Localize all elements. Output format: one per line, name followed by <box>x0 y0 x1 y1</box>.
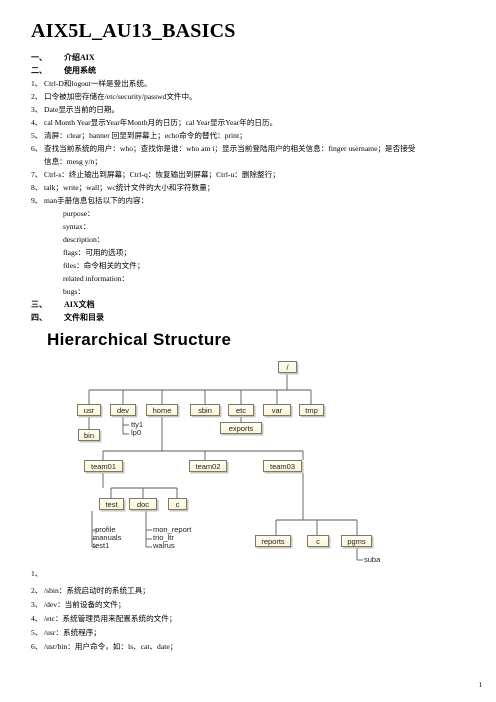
section-label: 介绍AIX <box>64 53 95 62</box>
dir-pgms: pgms <box>341 535 372 547</box>
doc-files: mon_report trio_ltr walrus <box>153 525 192 550</box>
dir-test: test <box>99 498 124 510</box>
list-item-continuation: 信息：mesg y/n； <box>44 157 103 166</box>
list-item: 5、/usr：系统程序； <box>31 628 101 637</box>
file-exports: exports <box>220 422 262 434</box>
section-label: AIX文档 <box>64 300 95 309</box>
section-label: 文件和目录 <box>64 313 104 322</box>
section-label: 使用系统 <box>64 66 96 75</box>
section-heading-2: 二、 使用系统 <box>31 65 96 76</box>
man-section-item: purpose： <box>63 209 95 218</box>
list-item: 8、talk；write；wall；wc统计文件的大小和字符数量； <box>31 183 215 192</box>
list-item: 9、man手册信息包括以下的内容： <box>31 196 149 205</box>
page-title: AIX5L_AU13_BASICS <box>31 20 236 42</box>
page-number: 1 <box>478 681 483 689</box>
section-heading-3: 三、 AIX文档 <box>31 299 95 310</box>
dir-team02: team02 <box>189 460 227 472</box>
list-item: 4、cal Month Year显示Year年Month月的日历；cal Yea… <box>31 118 278 127</box>
dev-files: tty1 lp0 <box>131 420 144 437</box>
dir-c: c <box>168 498 187 510</box>
test-files: .profile manuals test1 <box>93 525 122 550</box>
section-heading-4: 四、 文件和目录 <box>31 312 104 323</box>
diagram-title: Hierarchical Structure <box>47 330 232 349</box>
dir-reports: reports <box>255 535 291 547</box>
dir-usr: usr <box>77 404 101 416</box>
dir-c-team03: c <box>307 535 329 547</box>
list-item: 4、/etc：系统管理员用来配置系统的文件； <box>31 614 177 623</box>
man-section-item: description： <box>63 235 105 244</box>
section-number: 一、 <box>31 53 47 62</box>
dir-etc: etc <box>228 404 254 416</box>
dir-suba: suba <box>364 555 381 564</box>
man-section-item: related information： <box>63 274 130 283</box>
dir-bin: bin <box>78 429 100 441</box>
man-section-item: bugs： <box>63 287 85 296</box>
man-section-item: files：命令相关的文件； <box>63 261 145 270</box>
dir-team03: team03 <box>263 460 302 472</box>
list-item: 6、/usr/bin：用户命令，如：ls、cat、date； <box>31 642 178 651</box>
diagram-connectors <box>88 373 363 561</box>
list-item: 3、/dev：当前设备的文件； <box>31 600 126 609</box>
list-item: 6、查找当前系统的用户：who；查找你是谁：who am i；显示当前登陆用户的… <box>31 144 416 153</box>
section-number: 二、 <box>31 66 47 75</box>
list-item: 5、清屏：clear；banner 回显到屏幕上；echo命令的替代：print… <box>31 131 247 140</box>
dir-var: var <box>263 404 291 416</box>
dir-tmp: tmp <box>299 404 324 416</box>
list-item: 3、Date显示当前的日期。 <box>31 105 120 114</box>
list-item: 1、Ctrl-D和logout一样是登出系统。 <box>31 79 152 88</box>
dir-team01: team01 <box>84 460 123 472</box>
man-section-item: flags：可用的选项； <box>63 248 131 257</box>
section-number: 四、 <box>31 313 47 322</box>
section-heading-1: 一、 介绍AIX <box>31 52 95 63</box>
list-item: 1、 <box>31 569 43 578</box>
list-item: 2、/sbin：系统启动时的系统工具； <box>31 586 150 595</box>
list-item: 2、口令被加密存储在/etc/security/passwd文件中。 <box>31 92 197 101</box>
dir-doc: doc <box>129 498 157 510</box>
man-section-item: syntax： <box>63 222 91 231</box>
hierarchy-diagram: Hierarchical Structure <box>47 330 403 570</box>
list-item: 7、Ctrl-s：终止输出到屏幕；Ctrl-q：恢复输出到屏幕；Ctrl-u：删… <box>31 170 280 179</box>
dir-root: / <box>278 361 297 373</box>
section-number: 三、 <box>31 300 47 309</box>
dir-sbin: sbin <box>190 404 220 416</box>
dir-home: home <box>146 404 178 416</box>
dir-dev: dev <box>110 404 136 416</box>
